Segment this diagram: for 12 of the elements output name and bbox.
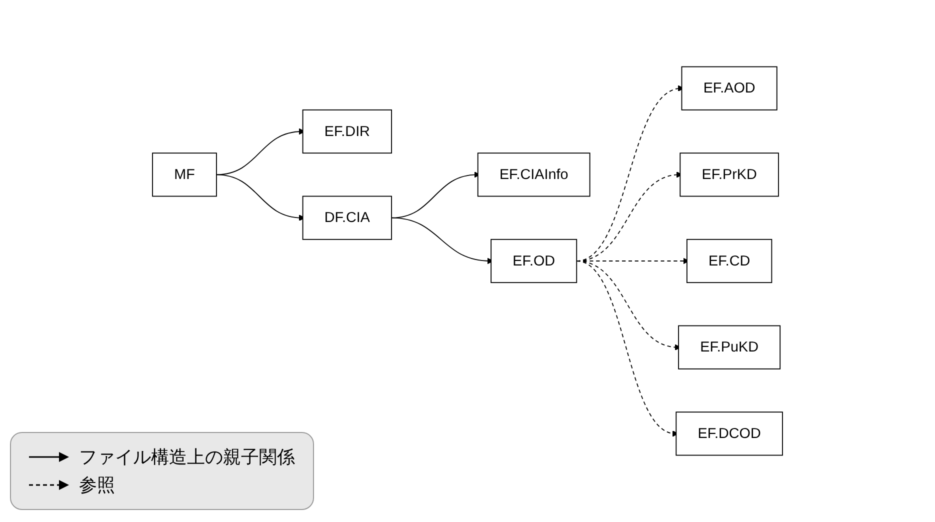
node-box: EF.PuKD xyxy=(678,325,781,370)
node-box: EF.AOD xyxy=(681,66,778,110)
legend-text: 参照 xyxy=(79,474,115,497)
node-box: MF xyxy=(152,152,217,197)
node-box: EF.DCOD xyxy=(676,412,783,456)
node-box: EF.DIR xyxy=(302,109,392,154)
node-box: EF.PrKD xyxy=(680,152,779,197)
legend-text: ファイル構造上の親子関係 xyxy=(79,446,295,469)
node-box: EF.CIAInfo xyxy=(477,152,590,197)
node-box: EF.OD xyxy=(490,238,578,284)
node-box: DF.CIA xyxy=(302,196,392,240)
node-box: EF.CD xyxy=(686,238,772,284)
